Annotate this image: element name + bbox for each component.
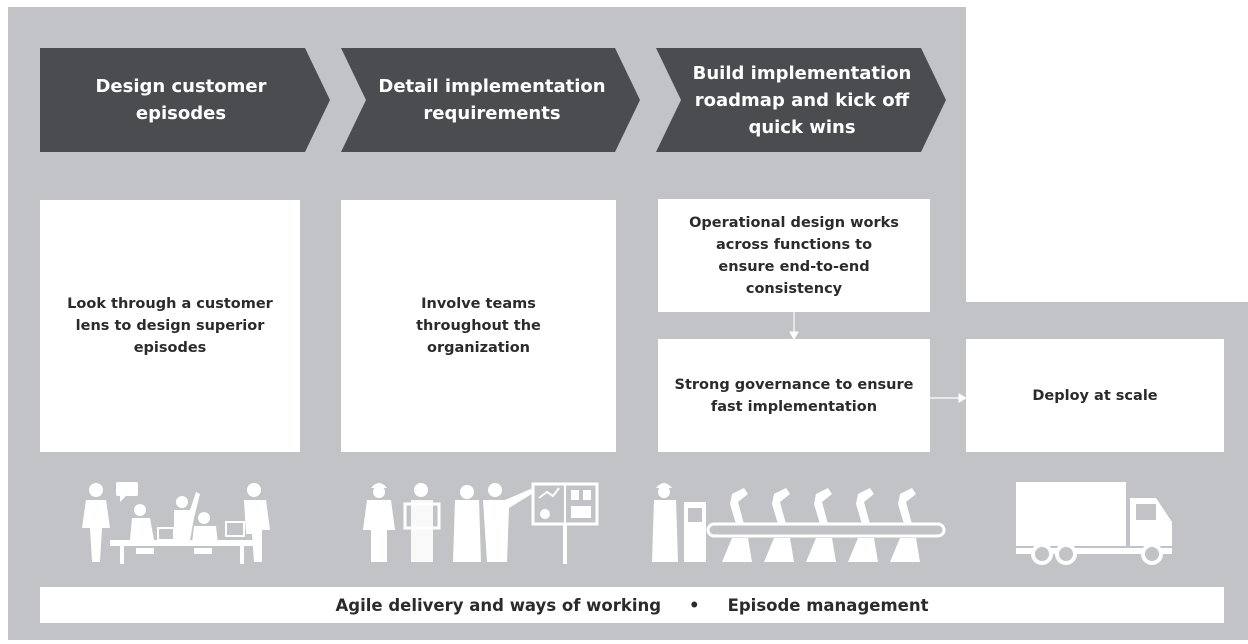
phase-chevrons (40, 48, 946, 152)
card-deploy-at-scale: Deploy at scale (966, 339, 1224, 452)
right-arrow-icon (930, 393, 968, 403)
card-strong-governance: Strong governance to ensure fast impleme… (658, 339, 930, 452)
down-arrow-icon (789, 312, 799, 341)
phase-label-build-roadmap: Build implementation roadmap and kick of… (692, 62, 912, 138)
robotic-production-line-icon (648, 478, 948, 568)
card-involve-teams: Involve teams throughout the organizatio… (341, 200, 616, 452)
delivery-truck-icon (1012, 478, 1182, 568)
footer-separator-bullet: • (689, 595, 700, 615)
phase-chevron-2 (341, 48, 640, 152)
footer-bar: Agile delivery and ways of working • Epi… (40, 587, 1224, 623)
card-involve-teams-text: Involve teams throughout the organizatio… (416, 296, 541, 356)
footer-episode-management: Episode management (727, 595, 929, 615)
phase-label-design-customer-episodes: Design customer episodes (95, 76, 267, 124)
workers-presenting-icon (355, 478, 605, 568)
team-meeting-icon (70, 478, 280, 568)
card-strong-governance-text: Strong governance to ensure fast impleme… (674, 376, 914, 415)
phase-chevron-1 (40, 48, 330, 152)
card-customer-lens-text: Look through a customer lens to design s… (67, 296, 273, 356)
card-operational-design-text: Operational design works across function… (689, 214, 899, 297)
card-operational-design: Operational design works across function… (658, 199, 930, 312)
phase-label-detail-implementation-requirements: Detail implementation requirements (378, 76, 606, 124)
footer-agile-delivery: Agile delivery and ways of working (335, 595, 662, 615)
phase-chevron-3 (656, 48, 946, 152)
card-customer-lens: Look through a customer lens to design s… (40, 200, 300, 452)
card-deploy-text: Deploy at scale (1032, 387, 1158, 404)
